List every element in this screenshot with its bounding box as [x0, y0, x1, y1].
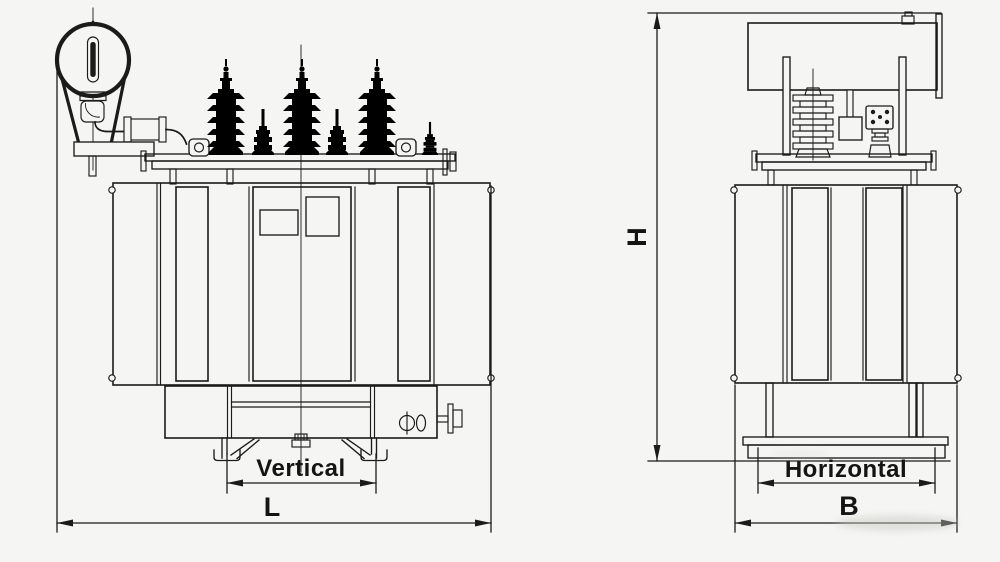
hv-bushing-2: [283, 59, 321, 155]
horizontal-label: Horizontal: [785, 456, 907, 483]
h-label: H: [622, 227, 652, 247]
vertical-label: Vertical: [256, 455, 345, 482]
terminal-block: [865, 105, 894, 158]
nameplate-large: [305, 196, 340, 237]
gauge-bracket: [73, 141, 155, 157]
foot-left: [213, 437, 260, 462]
mounting-flange: [935, 13, 943, 99]
radiator-fins-side-right: [865, 187, 903, 381]
dimension-vertical: Vertical: [226, 453, 377, 494]
bracket: [838, 89, 863, 141]
tank-side: [730, 184, 962, 384]
radiator-fins-right: [397, 186, 431, 382]
drain-valve: [398, 403, 463, 435]
dimension-horizontal: Horizontal: [757, 447, 936, 494]
lifting-lug-left: [188, 138, 210, 157]
oil-gauge-callout: [54, 7, 188, 177]
base-assembly: [164, 385, 463, 462]
dimension-l: L: [56, 59, 492, 533]
side-bushing: [792, 68, 834, 161]
radiator-fins-side-left: [791, 187, 829, 381]
center-jack-pad: [291, 433, 311, 448]
support-post-left: [782, 56, 791, 156]
lv-bushing-3: [422, 121, 438, 155]
front-view: [54, 7, 495, 473]
gauge-elbow: [80, 100, 105, 123]
watermark-smudge: [772, 449, 960, 531]
side-lid: [751, 150, 937, 186]
cable-box: [747, 11, 943, 99]
skid-base: [742, 382, 949, 459]
nameplate-small: [259, 209, 299, 236]
side-view: [730, 11, 962, 459]
dimension-h: H: [622, 12, 951, 462]
lv-bushing-2: [326, 109, 348, 155]
radiator-fins-center: [252, 186, 352, 382]
support-post-right: [898, 56, 907, 156]
tank-lid: [140, 148, 457, 185]
lifting-lug-right: [395, 138, 417, 157]
radiator-fins-left: [175, 186, 209, 382]
hv-bushing-3: [358, 59, 396, 155]
l-label: L: [264, 492, 281, 522]
foot-right: [341, 437, 388, 462]
lv-bushing-1: [252, 109, 274, 155]
hv-bushing-1: [207, 59, 245, 155]
tank-front: [108, 182, 495, 386]
b-label: B: [839, 491, 859, 521]
